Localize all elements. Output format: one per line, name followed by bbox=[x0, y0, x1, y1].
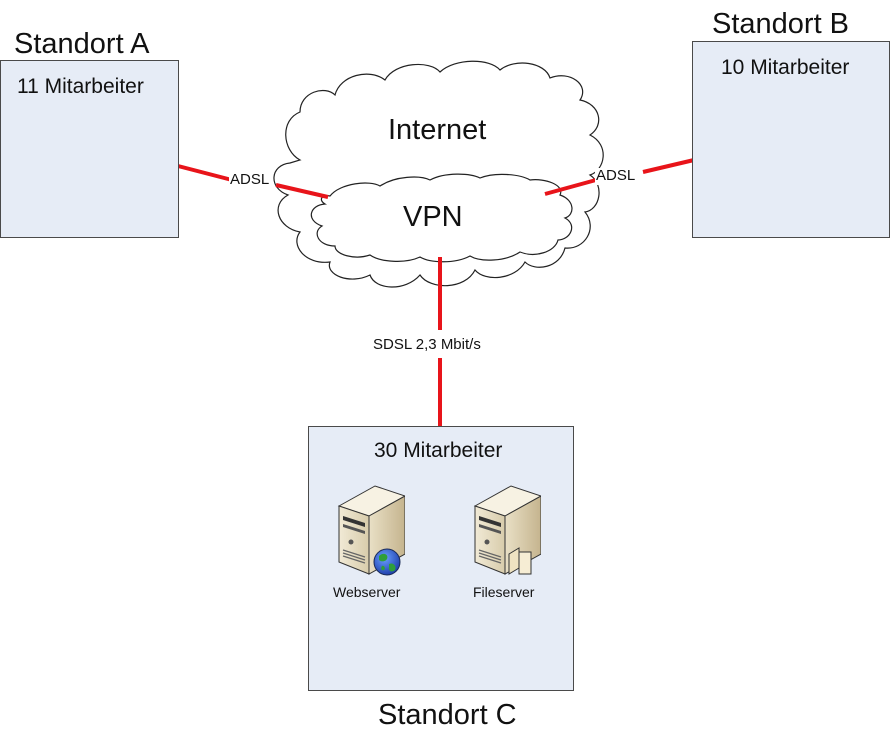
link-label-a: ADSL bbox=[229, 171, 271, 189]
site-b-box: 10 Mitarbeiter bbox=[692, 41, 890, 238]
webserver-label: Webserver bbox=[333, 584, 401, 600]
site-a-title: Standort A bbox=[14, 28, 150, 60]
link-line-a-right bbox=[275, 183, 329, 199]
site-b-employees: 10 Mitarbeiter bbox=[721, 56, 850, 79]
fileserver-label: Fileserver bbox=[473, 584, 535, 600]
site-c-employees: 30 Mitarbeiter bbox=[374, 439, 503, 462]
link-label-b: ADSL bbox=[595, 167, 637, 185]
server-globe-icon bbox=[337, 485, 405, 576]
server-folder-icon bbox=[473, 485, 541, 575]
site-c-box: 30 Mitarbeiter Webserver bbox=[308, 426, 574, 691]
link-label-c: SDSL 2,3 Mbit/s bbox=[372, 336, 482, 354]
link-line-b-right bbox=[642, 158, 695, 174]
vpn-label: VPN bbox=[403, 201, 463, 233]
site-c-title: Standort C bbox=[378, 699, 517, 731]
site-a-box: 11 Mitarbeiter bbox=[0, 60, 179, 238]
vpn-cloud bbox=[310, 173, 573, 263]
link-line-a-left bbox=[177, 164, 233, 182]
internet-label: Internet bbox=[388, 114, 487, 146]
link-line-b-left bbox=[544, 178, 597, 196]
site-b-title: Standort B bbox=[712, 8, 850, 40]
site-a-employees: 11 Mitarbeiter bbox=[17, 75, 144, 98]
